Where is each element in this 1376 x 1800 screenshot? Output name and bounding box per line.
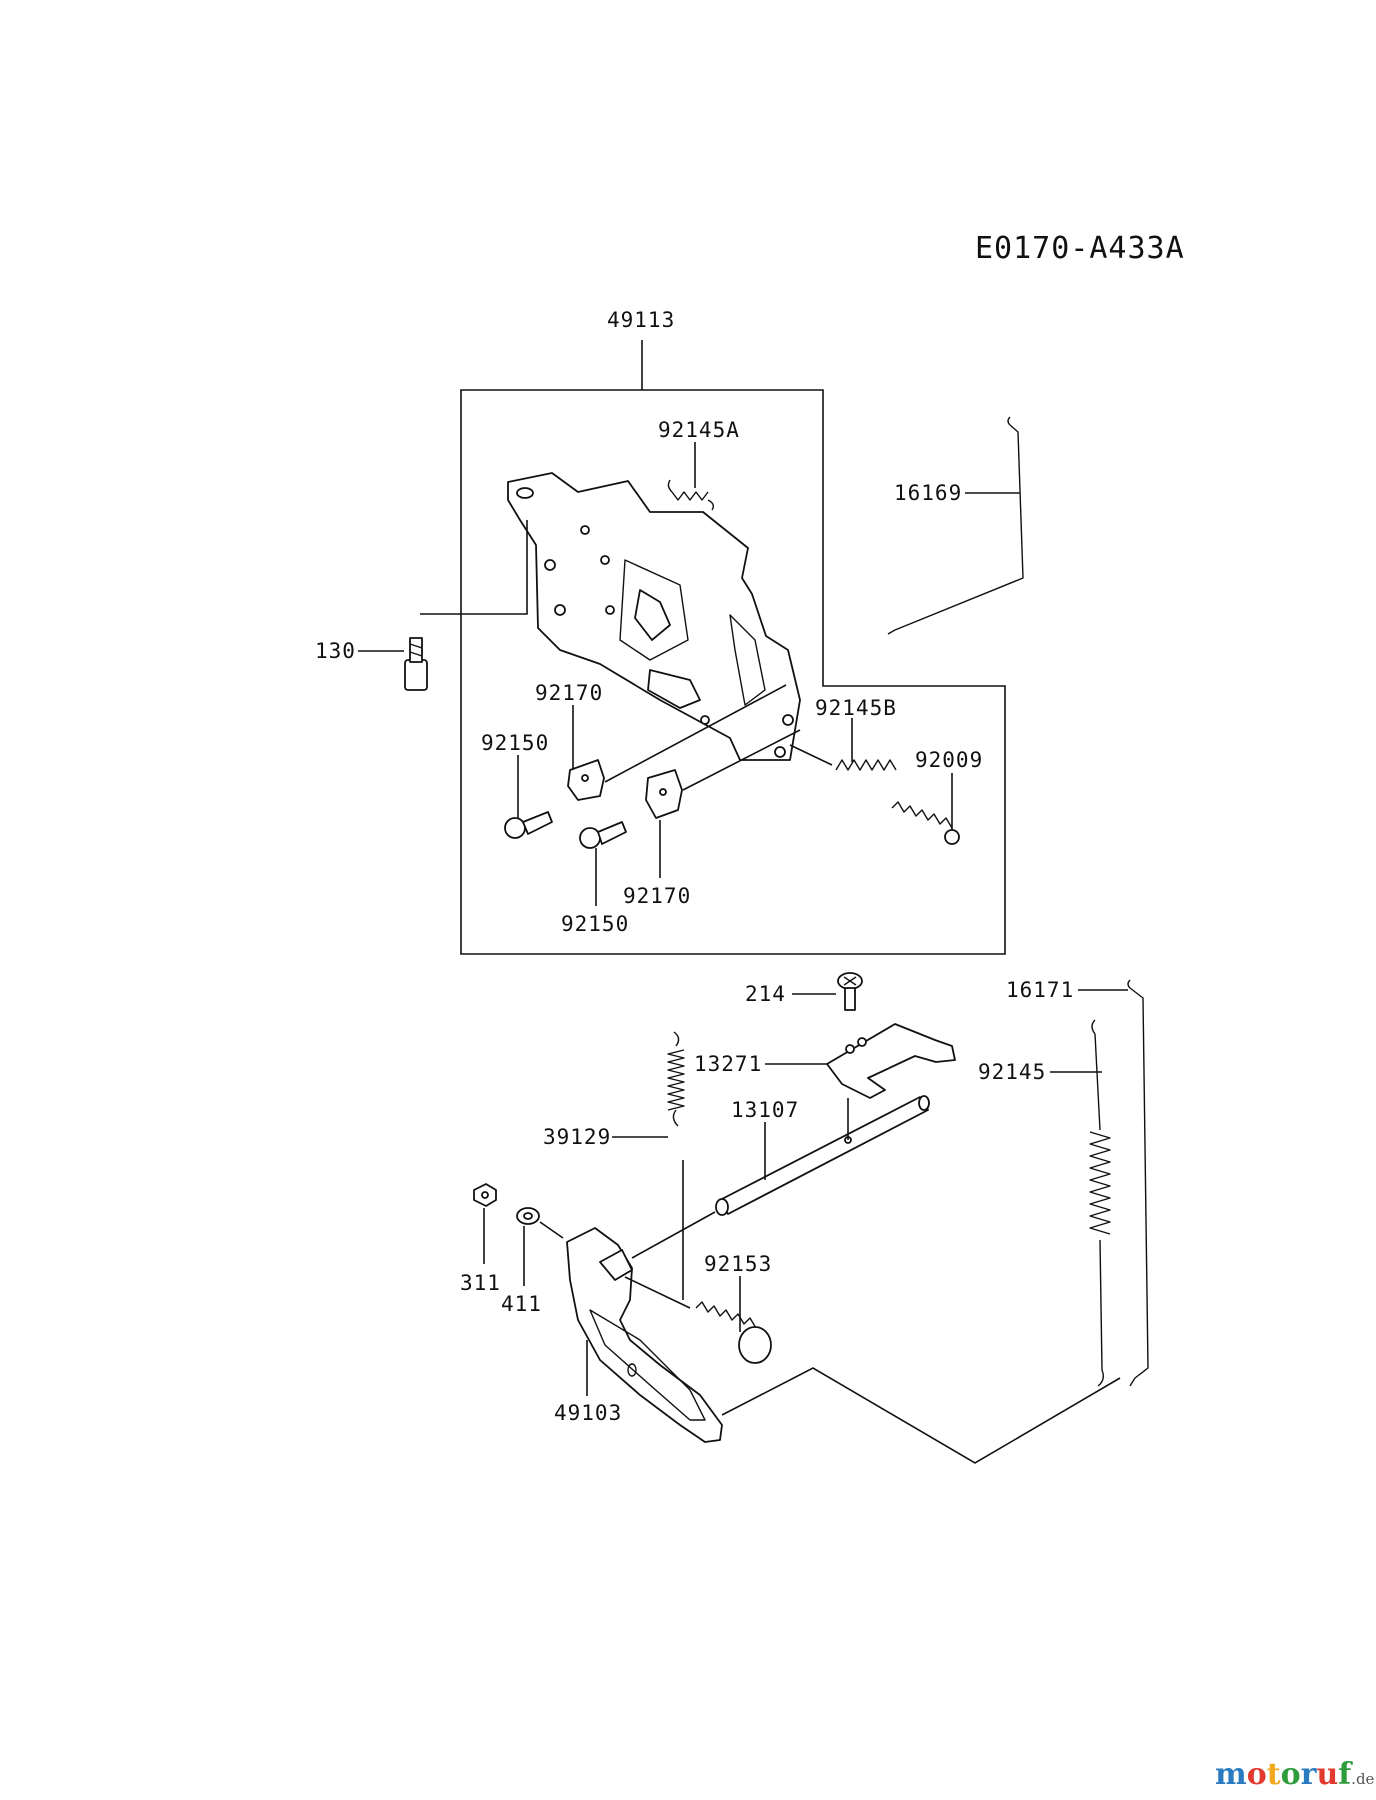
linkage-line-lever-rod — [721, 1367, 1121, 1464]
nut-311 — [473, 1183, 497, 1207]
label-214[interactable]: 214 — [745, 982, 786, 1006]
assembly-line-lever-shaft — [631, 1211, 716, 1259]
spring-92145A — [667, 479, 715, 511]
label-92145B[interactable]: 92145B — [815, 696, 897, 720]
logo-letter: u — [1316, 1757, 1338, 1792]
label-311[interactable]: 311 — [460, 1271, 501, 1295]
control-plate-bracket — [507, 472, 801, 761]
label-92150-bottom[interactable]: 92150 — [561, 912, 629, 936]
clip-92170-bottom — [645, 769, 683, 819]
label-13107[interactable]: 13107 — [731, 1098, 799, 1122]
lever-49103 — [566, 1227, 723, 1443]
assembly-line-92145B — [789, 744, 833, 766]
logo-suffix: .de — [1351, 1770, 1374, 1788]
rod-16171 — [1127, 979, 1149, 1387]
logo-letter: o — [1281, 1757, 1301, 1792]
washer-411 — [516, 1207, 540, 1225]
spring-92145B — [835, 759, 897, 771]
label-92145[interactable]: 92145 — [978, 1060, 1046, 1084]
screw-214 — [837, 972, 863, 1011]
label-92009[interactable]: 92009 — [915, 748, 983, 772]
logo-letter: r — [1301, 1757, 1318, 1792]
label-39129[interactable]: 39129 — [543, 1125, 611, 1149]
assembly-line-92170-bottom — [682, 729, 801, 791]
bolt-92150-left — [504, 811, 553, 839]
assembly-line-411 — [539, 1221, 564, 1239]
clip-92170-top — [567, 759, 605, 801]
logo-letter: o — [1247, 1757, 1267, 1792]
label-92150-left[interactable]: 92150 — [481, 731, 549, 755]
logo-letter: t — [1267, 1757, 1281, 1792]
svg-text:motoruf.de: motoruf.de — [1215, 1757, 1375, 1792]
label-49103[interactable]: 49103 — [554, 1401, 622, 1425]
plate-13271 — [826, 1023, 956, 1099]
spring-92145 — [1089, 1019, 1111, 1387]
label-92145A[interactable]: 92145A — [658, 418, 740, 442]
group-outline-49113 — [460, 389, 1006, 955]
logo-letter-m: motoruf — [1215, 1757, 1353, 1792]
label-16171[interactable]: 16171 — [1006, 978, 1074, 1002]
label-92153[interactable]: 92153 — [704, 1252, 772, 1276]
label-130[interactable]: 130 — [315, 639, 356, 663]
bolt-130 — [404, 637, 428, 691]
bolt-92153 — [695, 1301, 772, 1364]
spring-39129 — [667, 1031, 685, 1127]
assembly-line-92170-top — [604, 684, 787, 783]
label-92170-top[interactable]: 92170 — [535, 681, 603, 705]
leader-130-to-bracket — [420, 520, 528, 615]
label-411[interactable]: 411 — [501, 1292, 542, 1316]
screw-92009 — [891, 801, 960, 845]
diagram-code: E0170-A433A — [975, 231, 1185, 266]
label-49113[interactable]: 49113 — [607, 308, 675, 332]
label-13271[interactable]: 13271 — [694, 1052, 762, 1076]
bolt-92150-bottom — [579, 821, 627, 849]
label-16169[interactable]: 16169 — [894, 481, 962, 505]
label-92170-bottom[interactable]: 92170 — [623, 884, 691, 908]
shaft-13107 — [715, 1095, 930, 1216]
rod-16169 — [887, 416, 1024, 635]
logo-letter: f — [1338, 1757, 1353, 1792]
assembly-line-92153 — [624, 1276, 691, 1309]
motoruf-logo: motoruf.de — [1215, 1757, 1375, 1792]
logo-letter: m — [1215, 1757, 1247, 1792]
